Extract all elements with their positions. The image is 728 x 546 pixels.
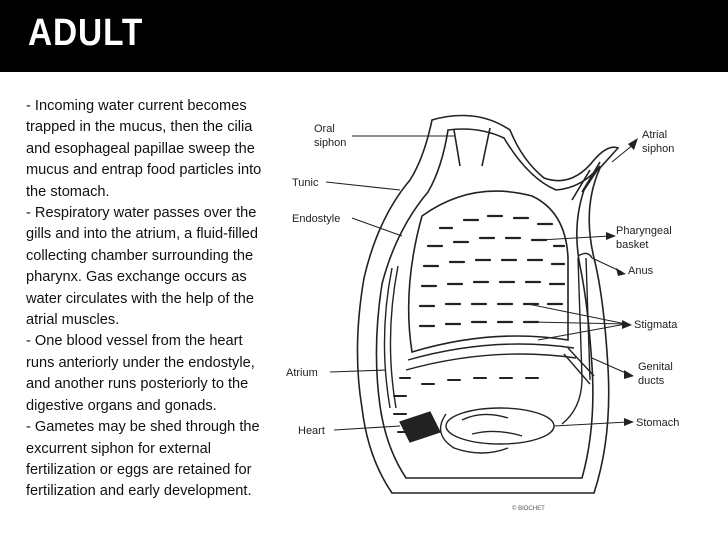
label-genital-ducts-line2: ducts <box>638 375 665 387</box>
stomach-region <box>439 407 555 454</box>
paragraph-feeding: - Incoming water current becomes trapped… <box>26 98 262 200</box>
pharyngeal-basket-outline <box>407 190 569 354</box>
label-pharyngeal-basket-line1: Pharyngeal <box>616 225 672 237</box>
label-oral-siphon-line2: siphon <box>314 137 346 149</box>
label-heart: Heart <box>298 425 325 437</box>
lower-stigmata <box>393 377 539 433</box>
diagram-credit: © BIOCHET <box>512 505 545 512</box>
label-oral-siphon-line1: Oral <box>314 123 335 135</box>
leader-atrium <box>329 369 387 373</box>
arrowhead-atrial-siphon <box>628 138 638 150</box>
arrowheads <box>606 138 638 426</box>
leader-stigmata-1 <box>527 303 627 325</box>
tunicate-anatomy-diagram: Oral siphon Tunic Endostyle Atrium Heart… <box>286 114 679 512</box>
atrial-siphon-tube <box>571 161 601 201</box>
leader-heart <box>333 425 401 431</box>
label-genital-ducts-line1: Genital <box>638 361 673 373</box>
arrowhead-stomach <box>624 418 634 426</box>
paragraph-circulation: - One blood vessel from the heart runs a… <box>26 333 255 414</box>
lower-pharynx-band <box>405 343 577 371</box>
stomach-folds <box>461 413 523 437</box>
label-stomach: Stomach <box>636 417 679 429</box>
title-bar: ADULT <box>0 0 728 72</box>
label-anus: Anus <box>628 265 654 277</box>
tunicate-body-outline <box>356 114 620 494</box>
leader-stomach <box>553 421 629 427</box>
leader-atrial-siphon <box>611 143 635 163</box>
inner-body-wall <box>375 128 601 479</box>
genital-ducts <box>563 347 595 385</box>
label-endostyle: Endostyle <box>292 213 340 225</box>
leader-stigmata-2 <box>531 321 627 325</box>
leader-pharyngeal-basket <box>539 235 611 241</box>
label-atrium: Atrium <box>286 367 318 379</box>
arrowhead-pharyngeal-basket <box>606 232 616 240</box>
label-stigmata: Stigmata <box>634 319 678 331</box>
diagram-labels: Oral siphon Tunic Endostyle Atrium Heart… <box>286 123 679 512</box>
label-atrial-siphon-line2: siphon <box>642 143 674 155</box>
arrowhead-stigmata <box>622 320 632 329</box>
body-text: - Incoming water current becomes trapped… <box>26 96 270 503</box>
arrowhead-genital-ducts <box>624 370 634 379</box>
label-tunic: Tunic <box>292 177 319 189</box>
intestine <box>561 257 591 425</box>
leader-stigmata-3 <box>537 323 627 341</box>
leader-genital-ducts <box>591 357 629 375</box>
arrowhead-anus <box>616 268 626 276</box>
label-atrial-siphon-line1: Atrial <box>642 129 667 141</box>
anus-opening <box>577 252 593 259</box>
leader-endostyle <box>351 217 403 237</box>
leader-tunic <box>325 181 401 191</box>
leader-lines <box>325 135 635 431</box>
stigmata-slits <box>418 214 566 328</box>
stomach <box>445 407 555 445</box>
pharyngeal-basket <box>393 190 577 433</box>
heart-shape <box>399 411 441 443</box>
endostyle <box>383 265 399 409</box>
tunic-outline <box>356 114 620 494</box>
label-pharyngeal-basket-line2: basket <box>616 239 648 251</box>
gut-and-ducts <box>561 252 595 425</box>
paragraph-respiration: - Respiratory water passes over the gill… <box>26 205 258 329</box>
slide-title: ADULT <box>28 12 144 54</box>
heart <box>399 411 441 443</box>
oral-siphon-tube <box>453 127 491 167</box>
gonad <box>439 413 509 454</box>
paragraph-reproduction: - Gametes may be shed through the excurr… <box>26 419 260 500</box>
